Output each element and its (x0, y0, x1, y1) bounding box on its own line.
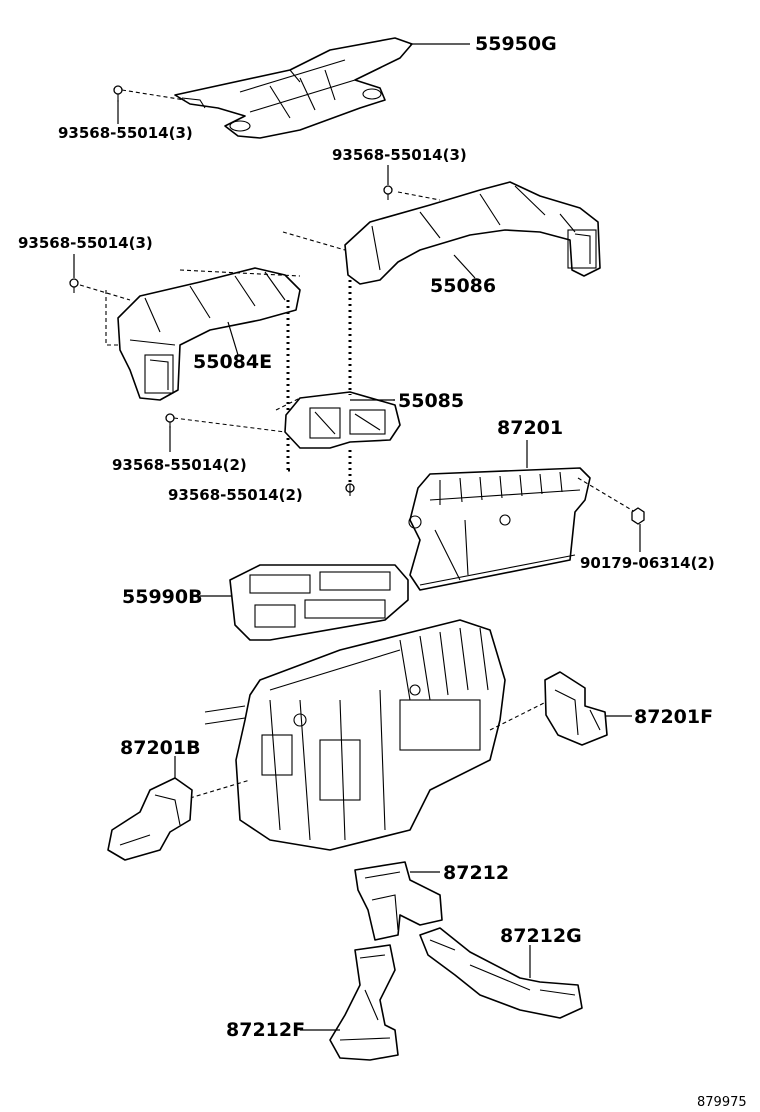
bolt-icon (345, 483, 355, 496)
label-55085: 55085 (398, 390, 464, 412)
label-87201f: 87201F (634, 706, 713, 728)
label-87201: 87201 (497, 417, 563, 439)
label-55950g: 55950G (475, 33, 557, 55)
part-87212 (354, 861, 443, 941)
part-87212g (419, 927, 583, 1019)
label-55990b: 55990B (122, 586, 203, 608)
part-87201 (408, 467, 591, 591)
bolt-icon (165, 413, 175, 428)
part-87201b (107, 777, 193, 861)
part-hvac-unit (204, 619, 506, 851)
label-nut: 90179-06314(2) (580, 554, 715, 572)
label-bolt-2b: 93568-55014(2) (168, 486, 303, 504)
part-55950g (174, 37, 413, 139)
label-bolt-2a: 93568-55014(2) (112, 456, 247, 474)
part-55085 (284, 391, 401, 449)
label-bolt-mid-right: 93568-55014(3) (332, 146, 467, 164)
bolt-icon (113, 85, 123, 102)
label-87201b: 87201B (120, 737, 201, 759)
part-55084e (117, 267, 301, 401)
bolt-icon (69, 278, 79, 293)
label-87212f: 87212F (226, 1019, 305, 1041)
label-55084e: 55084E (193, 351, 272, 373)
part-87201f (544, 671, 608, 746)
nut-icon (631, 507, 645, 525)
part-55990b (229, 564, 409, 641)
diagram-id: 879975 (697, 1095, 747, 1110)
label-87212: 87212 (443, 862, 509, 884)
label-bolt-left: 93568-55014(3) (18, 234, 153, 252)
part-55086 (344, 181, 601, 285)
label-55086: 55086 (430, 275, 496, 297)
part-87212f (329, 944, 399, 1061)
label-87212g: 87212G (500, 925, 582, 947)
bolt-icon (383, 185, 393, 200)
label-bolt-top: 93568-55014(3) (58, 124, 193, 142)
